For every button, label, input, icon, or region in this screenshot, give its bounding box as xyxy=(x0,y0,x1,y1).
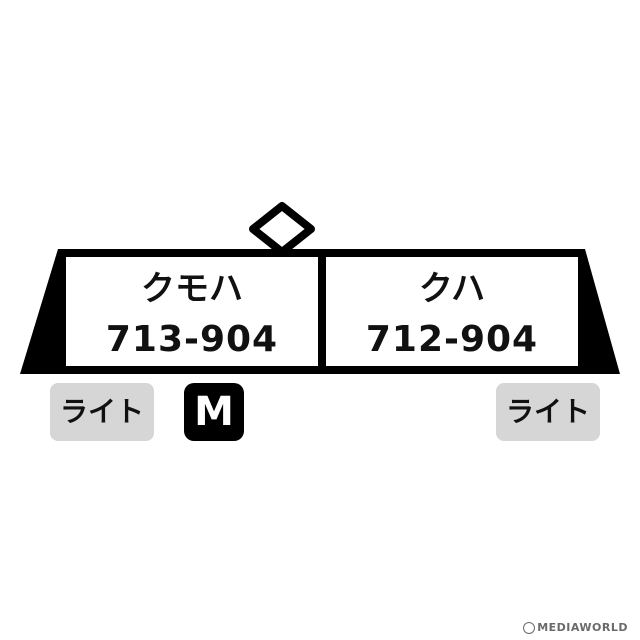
watermark-logo-icon xyxy=(523,621,536,634)
car-2-type: クハ xyxy=(418,269,486,309)
watermark-text: MEDIAWORLD xyxy=(537,621,628,634)
car-panel-1 xyxy=(66,257,318,366)
headlight-badge-left: ライト xyxy=(50,383,154,441)
pantograph-icon xyxy=(249,202,315,256)
watermark: MEDIAWORLD xyxy=(523,621,628,634)
headlight-badge-right: ライト xyxy=(496,383,600,441)
car-1-type: クモハ xyxy=(141,269,243,309)
car-2-number: 712-904 xyxy=(365,319,539,360)
motor-car-badge: M xyxy=(184,383,244,441)
car-panel-2 xyxy=(326,257,578,366)
car-1-number: 713-904 xyxy=(105,319,279,360)
